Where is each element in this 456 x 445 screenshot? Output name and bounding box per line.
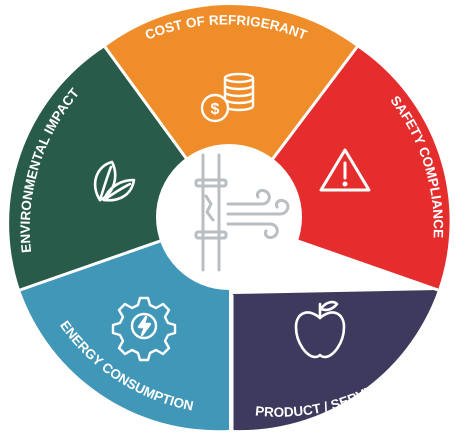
segment-cost bbox=[105, 4, 357, 218]
pipe-leak-air-icon bbox=[194, 153, 290, 272]
coins-dollar-icon: $ bbox=[200, 72, 255, 123]
svg-text:$: $ bbox=[211, 101, 220, 118]
center-circle bbox=[156, 144, 302, 290]
gear-bolt-icon bbox=[111, 296, 177, 362]
segment-energy bbox=[20, 217, 229, 431]
apple-icon bbox=[294, 300, 346, 359]
segment-product bbox=[233, 290, 438, 431]
leaves-icon bbox=[93, 160, 136, 202]
warning-triangle-icon bbox=[319, 148, 371, 192]
